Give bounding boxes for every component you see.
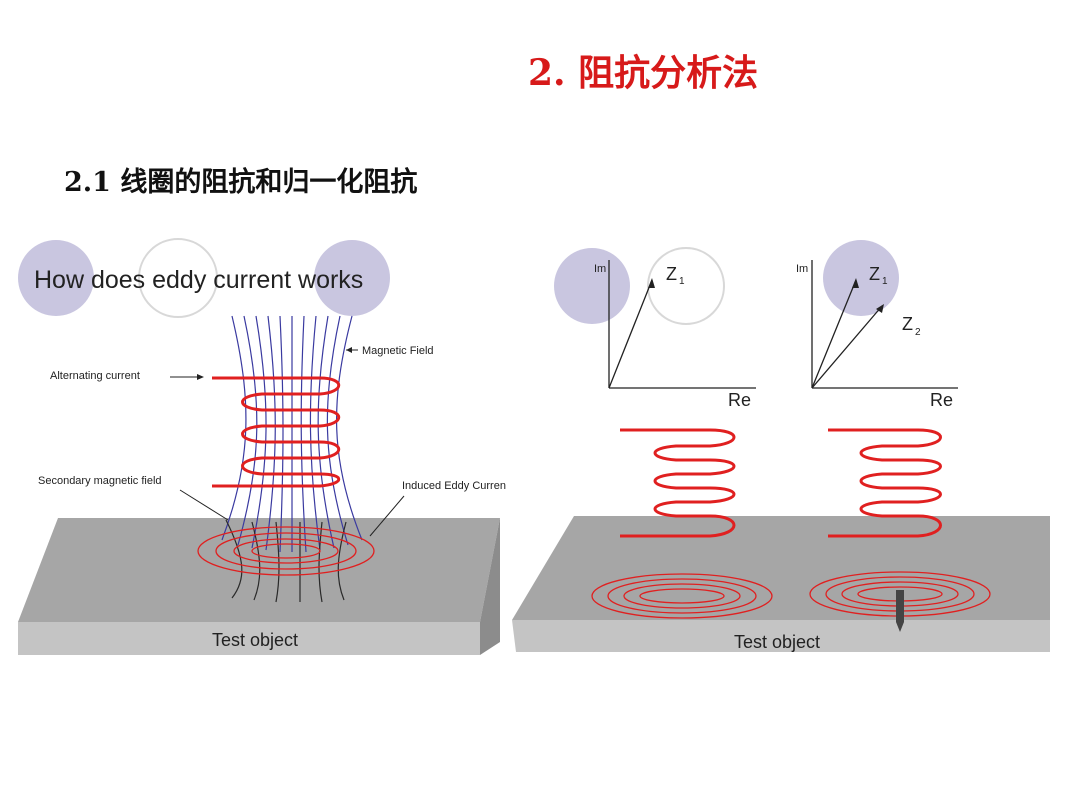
- eddy-rings-left: [591, 573, 773, 619]
- z2-label: Z: [902, 314, 913, 334]
- im-axis-label: Im: [796, 263, 808, 275]
- slide-subtitle: 2.1 线圈的阻抗和归一化阻抗: [64, 167, 418, 198]
- decor-circle-filled: [554, 248, 630, 324]
- z1-subscript: 1: [882, 276, 888, 287]
- decor-circle-filled: [18, 240, 94, 316]
- z2-subscript: 2: [915, 327, 921, 338]
- test-plate-side: [480, 518, 500, 655]
- im-axis-label: Im: [594, 263, 606, 275]
- arrow-head-icon: [346, 347, 352, 353]
- arrow-head-icon: [197, 374, 204, 380]
- crack-defect-icon: [896, 590, 904, 632]
- coil-right: [828, 428, 942, 538]
- z1-label: Z: [666, 264, 677, 284]
- induced-eddy-arrow: [369, 495, 405, 537]
- test-plate-top: [512, 516, 1050, 620]
- test-plate-front: [18, 622, 480, 655]
- alternating-current-label: Alternating current: [50, 370, 140, 382]
- phasor-diagram-right: Im Re Z 1 Z 2: [796, 260, 958, 410]
- decor-circle-outline: [647, 247, 725, 325]
- decor-circle-filled: [823, 240, 899, 316]
- decor-circle-outline: [138, 238, 218, 318]
- secondary-field-label: Secondary magnetic field: [38, 475, 162, 487]
- left-figure: How does eddy current works Test object: [18, 238, 506, 655]
- test-plate-top: [18, 518, 500, 622]
- z1-subscript: 1: [679, 276, 685, 287]
- re-axis-label: Re: [930, 390, 953, 410]
- magnetic-field-label: Magnetic Field: [362, 345, 434, 357]
- coil-left: [620, 428, 736, 538]
- coil: [212, 376, 341, 488]
- arrow-head-icon: [648, 278, 655, 288]
- decor-circle-filled: [314, 240, 390, 316]
- test-object-label: Test object: [212, 630, 298, 650]
- phasor-diagram-left: Im Re Z 1: [594, 260, 756, 410]
- arrow-head-icon: [852, 278, 859, 288]
- magnetic-field-lines: [221, 315, 363, 553]
- arrow-head-icon: [876, 304, 884, 313]
- test-object-label: Test object: [734, 632, 820, 652]
- z1-label: Z: [869, 264, 880, 284]
- slide-title: 2. 阻抗分析法: [528, 52, 759, 94]
- right-figure: Im Re Z 1 Im Re Z 1 Z 2 Test object: [512, 240, 1050, 652]
- test-plate-front: [512, 620, 1050, 652]
- induced-eddy-label: Induced Eddy Curren: [402, 480, 506, 492]
- re-axis-label: Re: [728, 390, 751, 410]
- secondary-field-arrow: [179, 489, 229, 521]
- eddy-heading: How does eddy current works: [34, 266, 363, 294]
- eddy-rings: [197, 526, 375, 576]
